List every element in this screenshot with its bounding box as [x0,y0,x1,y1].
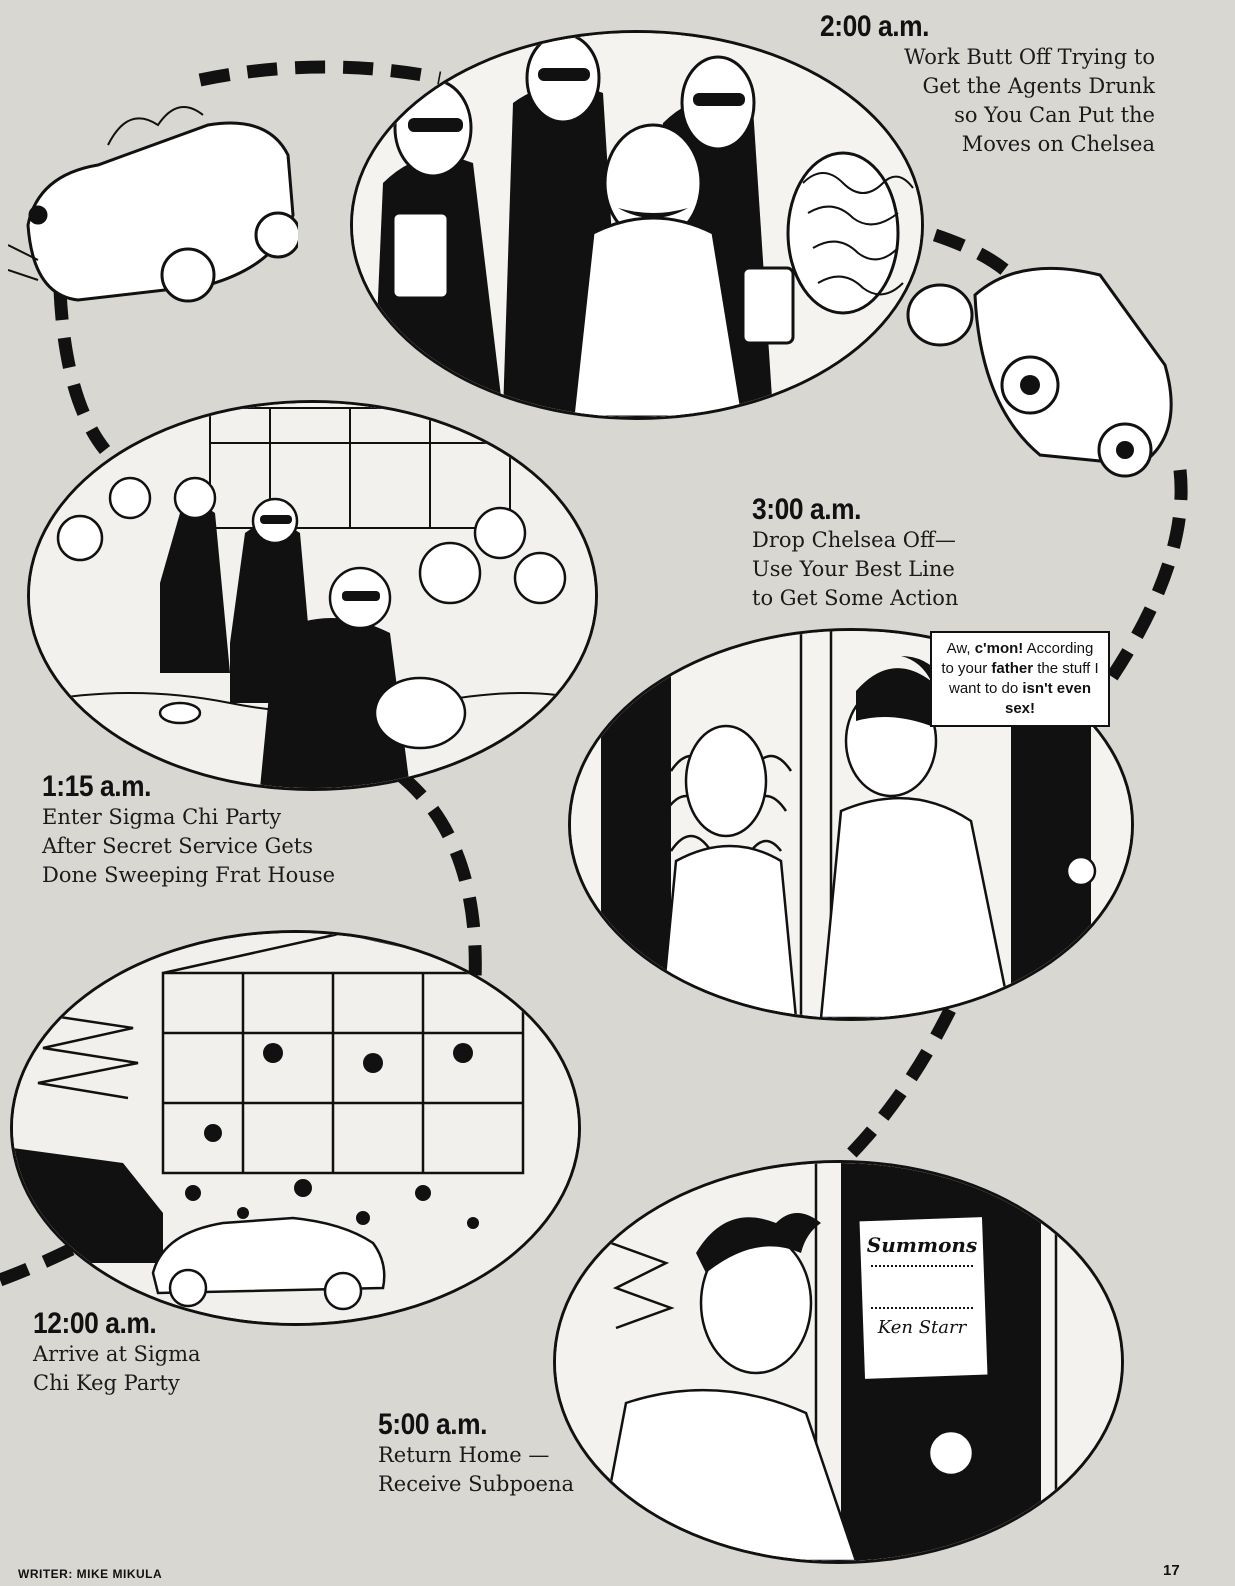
caption-5am-desc: Return Home — Receive Subpoena [378,1443,575,1496]
caption-12am-time: 12:00 a.m. [33,1307,157,1340]
summons-heading: Summons [866,1233,978,1257]
caption-115am-time: 1:15 a.m. [42,770,152,803]
caption-12am: 12:00 a.m. Arrive at Sigma Chi Keg Party [33,1307,273,1398]
speech-bold-3: isn't even sex! [1004,680,1091,717]
caption-3am-desc: Drop Chelsea Off— Use Your Best Line to … [752,528,959,610]
summons-scribbles [871,1265,973,1309]
speeding-car-icon [906,266,1173,478]
caption-5am-time: 5:00 a.m. [378,1408,488,1441]
caption-115am: 1:15 a.m. Enter Sigma Chi Party After Se… [42,770,402,890]
caption-2am-desc: Work Butt Off Trying to Get the Agents D… [904,45,1155,156]
speech-text-3: the stuff I want to do [949,660,1099,697]
speech-text-2: According to your [941,640,1094,677]
writer-credit: WRITER: MIKE MIKULA [18,1567,163,1581]
panel-subpoena: Summons Ken Starr [553,1160,1124,1564]
caption-2am: 2:00 a.m. Work Butt Off Trying to Get th… [820,10,1155,159]
caption-2am-time: 2:00 a.m. [820,10,930,43]
caption-5am: 5:00 a.m. Return Home — Receive Subpoena [378,1408,618,1499]
panel-party-chaos [10,930,581,1326]
panel-party-sweep [27,400,598,791]
caption-3am: 3:00 a.m. Drop Chelsea Off— Use Your Bes… [752,493,1042,613]
speech-text-1: Aw, [946,640,975,657]
caption-12am-desc: Arrive at Sigma Chi Keg Party [33,1342,201,1395]
summons-notice: Summons Ken Starr [861,1233,983,1338]
speech-bold-1: c'mon! [974,640,1024,657]
caption-115am-desc: Enter Sigma Chi Party After Secret Servi… [42,805,336,887]
caption-3am-time: 3:00 a.m. [752,493,862,526]
page-number: 17 [1163,1562,1180,1579]
summons-signature: Ken Starr [877,1317,967,1338]
speech-bold-2: father [991,660,1034,677]
convertible-car-icon [8,106,298,303]
speech-bubble: Aw, c'mon! According to your father the … [930,631,1110,727]
